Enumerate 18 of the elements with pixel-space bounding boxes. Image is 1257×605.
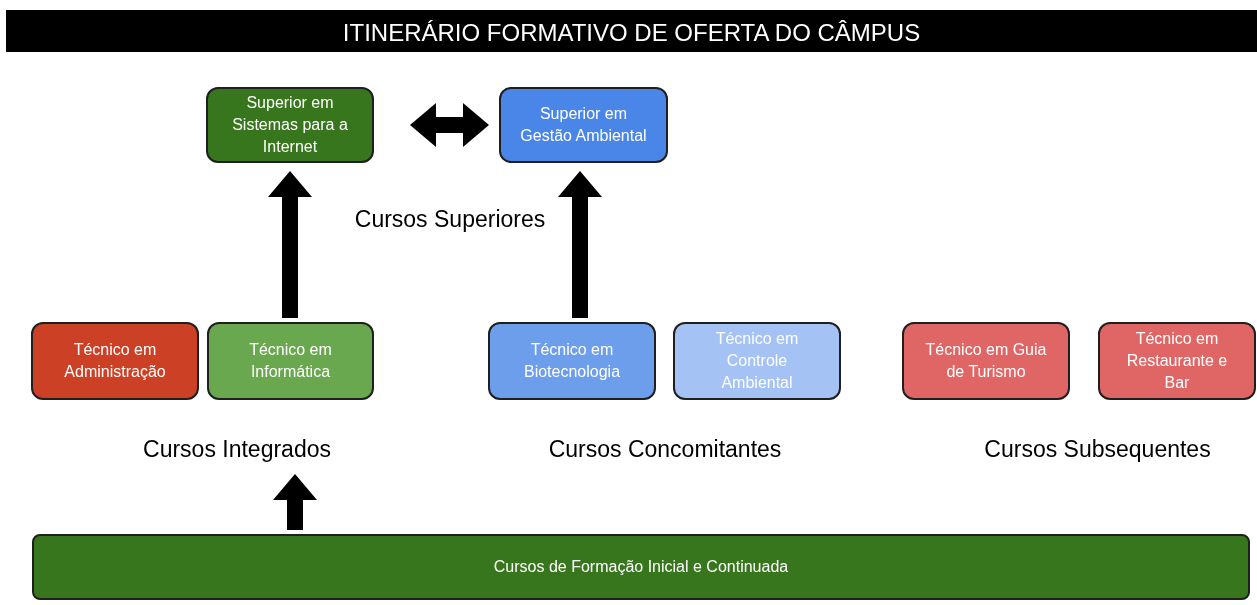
block-arrow (410, 103, 489, 147)
group-heading: Cursos Integrados (122, 432, 352, 466)
block-arrow (268, 171, 312, 318)
course-box: Técnico em Biotecnologia (488, 322, 656, 400)
title-bar: ITINERÁRIO FORMATIVO DE OFERTA DO CÂMPUS (6, 10, 1257, 52)
group-heading: Cursos Superiores (353, 205, 547, 234)
block-arrow (273, 474, 317, 530)
block-arrow (558, 171, 602, 318)
course-box: Técnico em Restaurante e Bar (1098, 322, 1256, 400)
course-box: Técnico em Guia de Turismo (902, 322, 1070, 400)
course-box: Superior em Sistemas para a Internet (206, 87, 374, 163)
group-heading: Cursos Concomitantes (547, 435, 783, 464)
group-heading: Cursos Subsequentes (983, 435, 1212, 464)
course-box: Superior em Gestão Ambiental (499, 87, 668, 163)
base-course-bar: Cursos de Formação Inicial e Continuada (32, 534, 1250, 600)
course-box: Técnico em Informática (207, 322, 374, 400)
course-box: Técnico em Controle Ambiental (673, 322, 841, 400)
course-box: Técnico em Administração (31, 322, 199, 400)
